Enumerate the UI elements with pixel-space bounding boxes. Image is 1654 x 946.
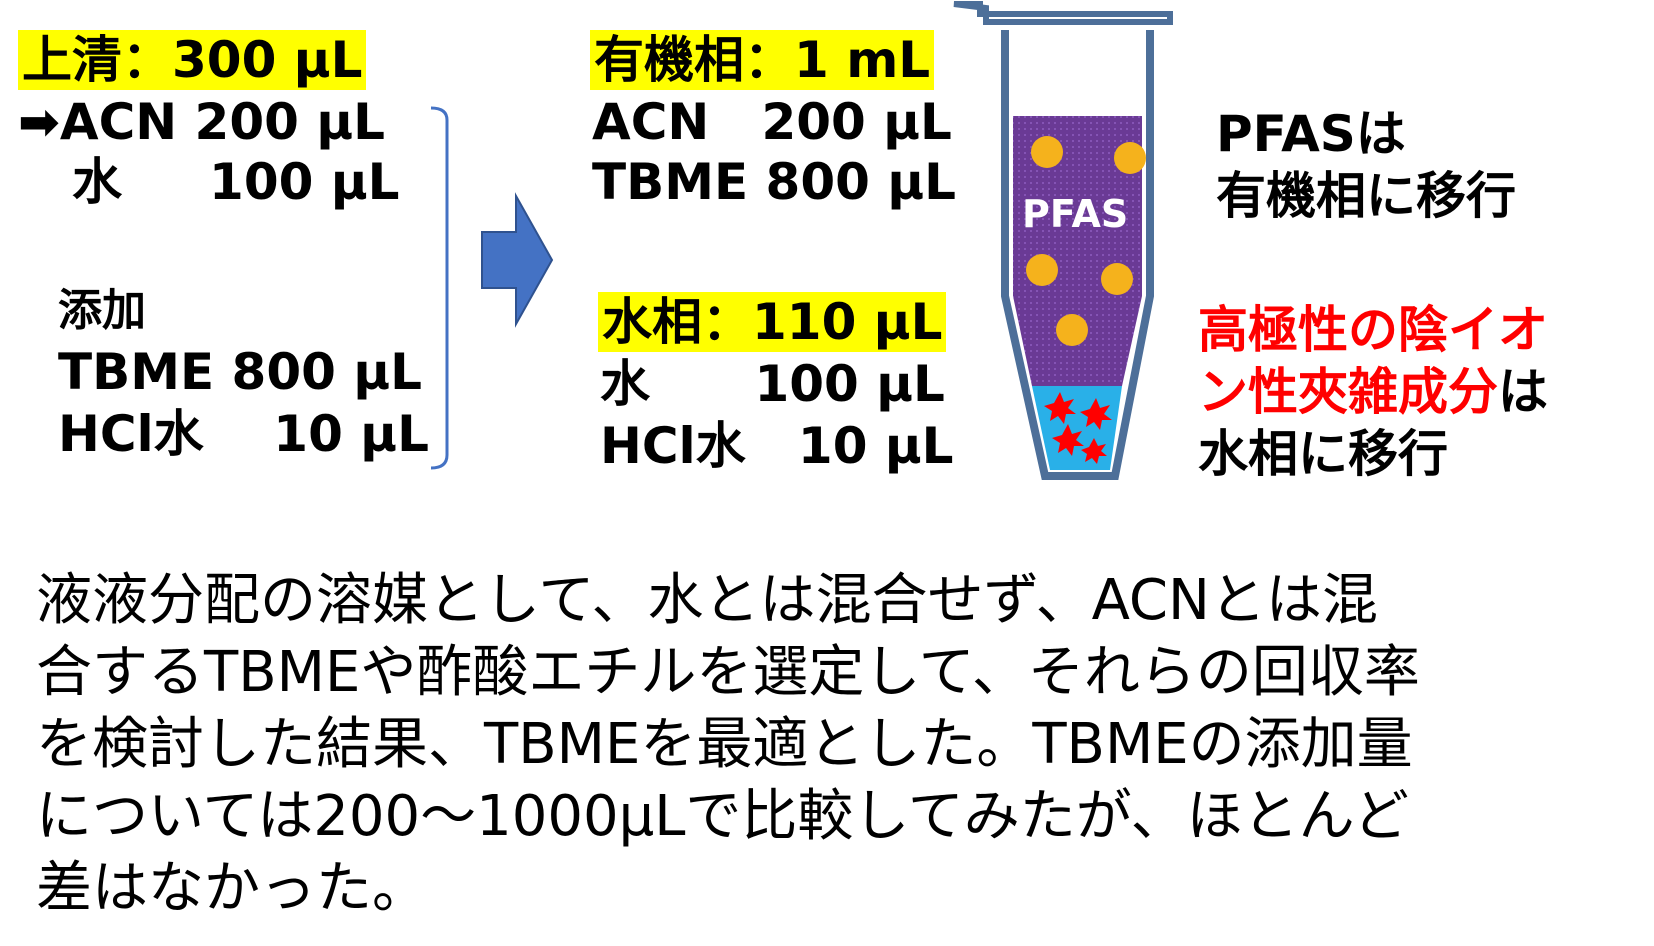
pfas-dot [1056, 314, 1088, 346]
pfas-dot [1101, 263, 1133, 295]
water-line: 水 100 μL [72, 153, 400, 211]
aqueous-phase-label: 水相：110 μL [598, 292, 947, 352]
aqueous-layer [1032, 386, 1122, 470]
tube-label: PFAS [1022, 192, 1129, 236]
interferent-star [1080, 398, 1112, 430]
pfas-line1: PFASは [1216, 105, 1406, 163]
pfas-dot [1114, 142, 1146, 174]
organic-acn-line: ACN 200 μL [592, 93, 952, 151]
polar-line1: 高極性の陰イオ [1198, 301, 1548, 359]
acn-text: ACN 200 μL [59, 93, 385, 151]
aqueous-hcl-line: HCl水 10 μL [600, 417, 954, 475]
tube-body [1001, 30, 1154, 480]
paragraph-line: 液液分配の溶媒として、水とは混合せず、ACNとは混 [36, 568, 1378, 633]
pfas-dot [1026, 254, 1058, 286]
hcl-line: HCl水 10 μL [58, 405, 429, 463]
arrow-right-icon: ➡ [18, 93, 60, 151]
tbme-line: TBME 800 μL [58, 343, 422, 401]
organic-tbme-line: TBME 800 μL [592, 153, 956, 211]
add-label: 添加 [58, 285, 146, 336]
organic-layer [1013, 116, 1142, 386]
block-arrow-icon [481, 192, 554, 328]
polar-line2-black: は [1498, 363, 1548, 421]
bracket [430, 106, 449, 470]
pfas-dot [1031, 136, 1063, 168]
centrifuge-tube [953, 1, 1173, 480]
tube-cap [953, 1, 1173, 25]
supernatant-label: 上清：300 μL [18, 30, 367, 90]
paragraph-line: 差はなかった。 [36, 856, 428, 921]
polar-line3: 水相に移行 [1198, 425, 1448, 483]
interferent-star [1044, 392, 1076, 424]
organic-phase-label: 有機相：1 mL [590, 30, 935, 90]
description-paragraph: 液液分配の溶媒として、水とは混合せず、ACNとは混 合するTBMEや酢酸エチルを… [36, 565, 1636, 925]
interferent-star [1052, 424, 1084, 456]
paragraph-line: については200〜1000μLで比較してみたが、ほとんど [36, 784, 1409, 849]
acn-line: ➡ACN 200 μL [18, 92, 385, 152]
paragraph-line: を検討した結果、TBMEを最適とした。TBMEの添加量 [36, 712, 1413, 777]
interferent-star [1081, 438, 1107, 464]
pfas-line2: 有機相に移行 [1216, 167, 1516, 225]
polar-line2: ン性夾雑成分は [1198, 362, 1548, 422]
polar-line2-red: ン性夾雑成分 [1198, 363, 1498, 421]
aqueous-water-line: 水 100 μL [600, 355, 945, 413]
paragraph-line: 合するTBMEや酢酸エチルを選定して、それらの回収率 [36, 640, 1420, 705]
